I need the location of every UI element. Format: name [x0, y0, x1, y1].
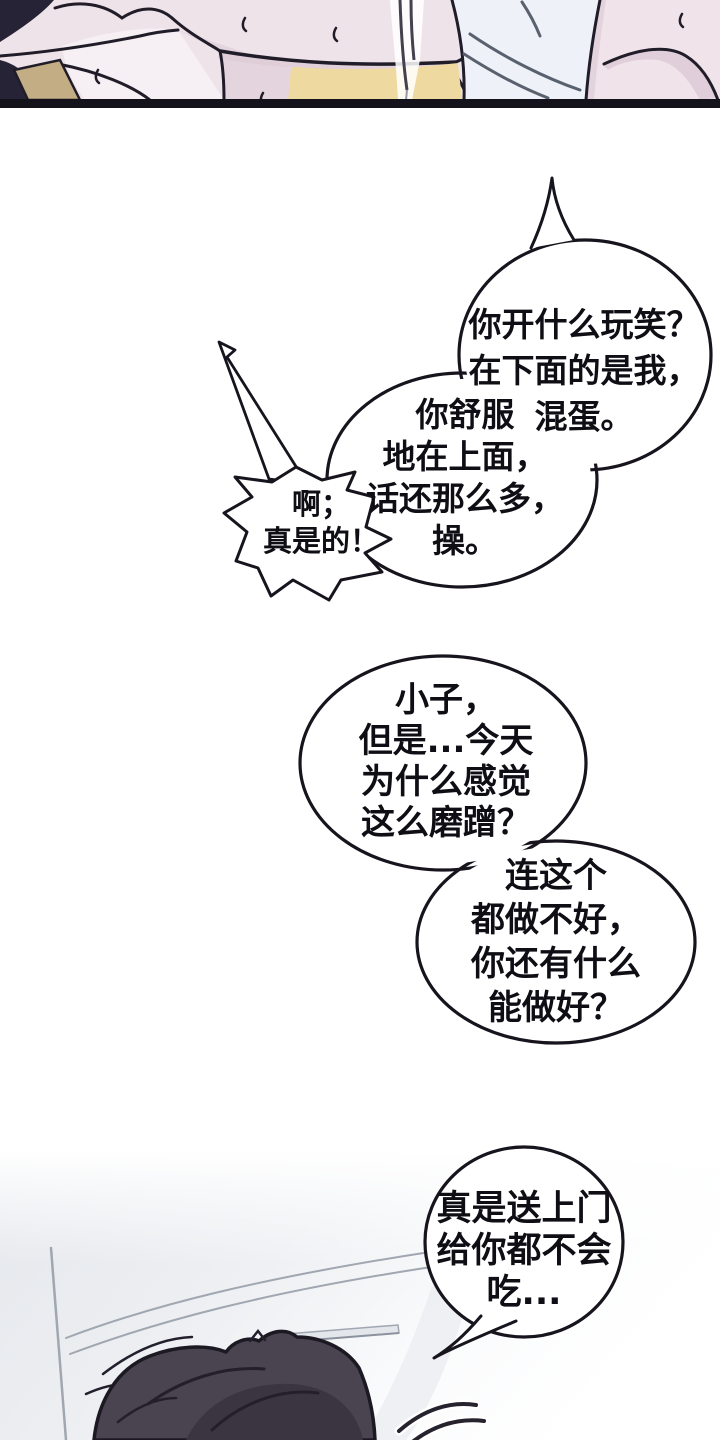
- speech-bubble-e-text: 连这个 都做不好， 你还有什么 能做好？: [416, 854, 696, 1030]
- cord-1: [398, 0, 409, 91]
- bubble-b-fill: [327, 373, 597, 587]
- bubble-e-fill: [417, 841, 695, 1043]
- dialogue-line: 真是的！: [262, 524, 379, 558]
- hair-detail-2: [210, 1390, 320, 1432]
- bubble-a-tail: [529, 176, 576, 250]
- speech-bubble-a-text: 你开什么玩笑？ 在下面的是我， 混蛋。: [444, 302, 720, 440]
- closet-frame-line-1: [65, 1251, 431, 1339]
- forearm-front-edge: [218, 49, 226, 102]
- shirt-fold-3: [520, 0, 542, 38]
- sweat-drop-2: [332, 26, 339, 43]
- finger-line-1: [53, 2, 124, 20]
- dark-hair-corner: [0, 0, 54, 42]
- shout-bubble-text: 啊； 真是的！: [241, 486, 401, 560]
- hip-curve: [218, 49, 458, 66]
- cord-halo: [390, 0, 424, 100]
- dialogue-line: 真是送上门: [436, 1189, 612, 1229]
- hair-strand-1: [101, 1335, 194, 1376]
- dialogue-line: 给你都不会: [436, 1231, 612, 1271]
- speech-bubble-d-text: 小子， 但是...今天 为什么感觉 这么磨蹭？: [306, 680, 586, 844]
- hair-detail-3: [116, 1396, 178, 1424]
- knee-curve: [602, 47, 720, 102]
- arm-highlight: [62, 28, 224, 100]
- bubble-f-tail: [432, 1314, 518, 1360]
- sweat-drop-3: [678, 12, 685, 29]
- shout-lightning-tail: [217, 340, 309, 486]
- bubble-f-group: [423, 1145, 625, 1360]
- shirt-left-edge: [450, 0, 466, 102]
- speech-bubble-f-text: 真是送上门 给你都不会 吃...: [404, 1188, 644, 1314]
- shirt-right-edge: [584, 0, 602, 102]
- closet-frame-line-2: [69, 1265, 439, 1355]
- dialogue-line: 连这个: [505, 856, 607, 896]
- dialogue-line: 但是...今天: [358, 721, 534, 761]
- shirt-fold-2: [462, 52, 550, 100]
- hair-spike: [248, 1328, 267, 1343]
- bubble-shout-group: [217, 340, 393, 602]
- bubble-a-tail-fill: [531, 178, 574, 248]
- dialogue-line: 这么磨蹭？: [361, 803, 531, 843]
- wrist-edge: [170, 16, 222, 53]
- dialogue-line: 你还有什么: [471, 944, 641, 984]
- closet-vertical-edge: [49, 1246, 68, 1440]
- dialogue-line: 地在上面，: [382, 437, 548, 476]
- top-panel-border: [0, 99, 720, 108]
- top-panel: [0, 0, 720, 108]
- wall-shade-band: [362, 1286, 470, 1440]
- shirt: [452, 0, 600, 100]
- dialogue-line: 为什么感觉: [361, 762, 531, 802]
- dialogue-line: 都做不好，: [471, 900, 641, 940]
- head-hair-shadow: [186, 1383, 363, 1440]
- bubble-d-fill: [300, 656, 586, 870]
- dialogue-line: 你舒服: [415, 395, 515, 434]
- bubble-d-outline: [298, 654, 588, 872]
- cord-2: [409, 0, 416, 61]
- bubble-f-outline: [423, 1145, 625, 1339]
- speech-bubble-b-text: 你舒服 地在上面， 话还那么多， 操。: [325, 394, 605, 562]
- sweat-drop-1: [241, 16, 248, 33]
- dialogue-line: 啊；: [291, 487, 350, 521]
- finger-line-2: [120, 7, 174, 20]
- cord-1-tip: [405, 89, 408, 101]
- knee-shadow: [604, 50, 716, 100]
- dialogue-line: 在下面的是我，: [468, 351, 700, 390]
- bubble-a-outline: [457, 238, 713, 472]
- bubble-pair-de: [298, 654, 697, 1045]
- hair-detail-1: [146, 1367, 266, 1406]
- dialogue-line: 你开什么玩笑？: [468, 305, 700, 344]
- sweat-drop-4: [94, 68, 101, 85]
- dialogue-line: 小子，: [395, 680, 497, 720]
- dialogue-line: 混蛋。: [534, 397, 634, 436]
- bubble-f-fill: [425, 1147, 623, 1337]
- blanket: [288, 63, 462, 100]
- motion-line-1: [397, 1402, 478, 1433]
- bubble-pair-ab: [325, 176, 713, 589]
- dialogue-line: 操。: [432, 521, 498, 560]
- dialogue-line: 吃...: [486, 1273, 562, 1313]
- dialogue-line: 话还那么多，: [366, 479, 564, 518]
- arm-right-shadow: [178, 30, 291, 100]
- forearm-top-edge: [0, 28, 180, 58]
- dialogue-line: 能做好？: [488, 988, 624, 1028]
- shout-burst-body: [222, 465, 393, 602]
- forearm-bottom-edge: [56, 62, 152, 102]
- bubble-e-outline: [415, 839, 697, 1045]
- motion-line-2: [411, 1418, 486, 1440]
- shirt-fold-1: [468, 32, 582, 92]
